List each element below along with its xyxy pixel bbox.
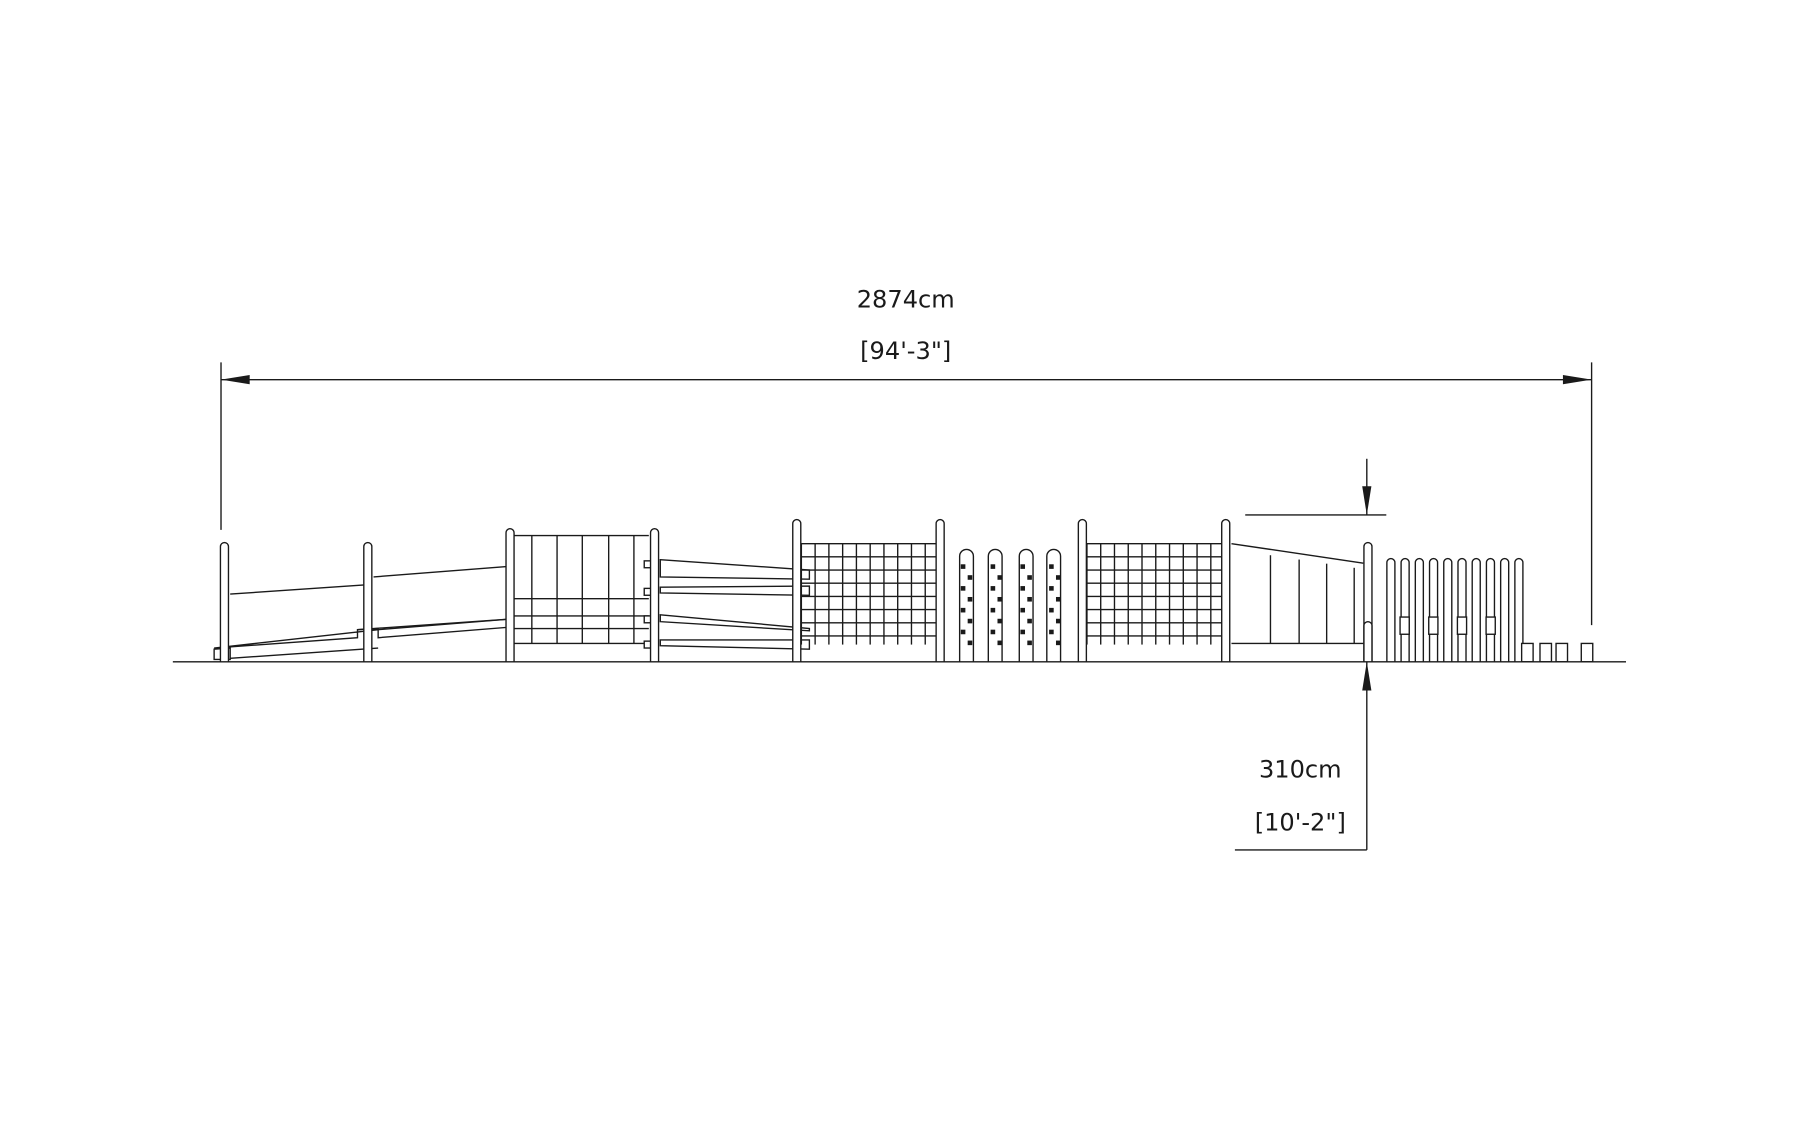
rail <box>1231 542 1364 564</box>
climbing-hold <box>1020 564 1026 569</box>
climbing-hold <box>960 629 966 635</box>
height-metric: 310cm <box>1259 756 1342 784</box>
climbing-plank <box>659 614 811 632</box>
fence-window <box>1456 616 1468 635</box>
fence-window <box>1399 616 1410 635</box>
climbing-hold <box>1020 607 1026 613</box>
climbing-hold <box>1020 629 1026 635</box>
climbing-hold <box>960 607 966 613</box>
ramp-plank <box>230 647 379 660</box>
post <box>219 541 230 662</box>
climbing-hold <box>967 596 973 602</box>
post <box>1414 557 1425 662</box>
stepping-stump <box>1520 642 1534 663</box>
climbing-hold <box>960 564 966 569</box>
climbing-hold <box>1055 618 1061 624</box>
fence-window <box>1485 616 1496 635</box>
arrow-left-icon <box>221 375 250 385</box>
climbing-hold <box>1055 596 1061 602</box>
climbing-plank <box>659 639 811 650</box>
climbing-hold <box>990 586 996 591</box>
post <box>935 518 945 662</box>
post <box>1077 518 1088 662</box>
climbing-hold <box>1027 575 1032 580</box>
climbing-hold <box>990 629 996 635</box>
climbing-hold <box>997 640 1003 646</box>
climbing-hold <box>997 618 1003 624</box>
post <box>505 528 515 662</box>
climbing-hold <box>997 575 1003 580</box>
post <box>792 518 802 662</box>
post <box>1514 557 1524 662</box>
stepping-stump <box>1539 642 1553 663</box>
post <box>363 541 373 662</box>
climbing-hold <box>967 575 973 580</box>
ramp-plank <box>214 618 508 649</box>
arrow-right-icon <box>1562 375 1592 385</box>
climbing-plank <box>659 585 811 596</box>
climbing-hold <box>1055 640 1061 646</box>
climbing-hold <box>1027 596 1032 602</box>
length-metric: 2874cm <box>857 285 955 313</box>
post <box>1443 557 1453 662</box>
climbing-hold <box>990 564 996 569</box>
climbing-hold <box>1055 575 1061 580</box>
climbing-hold <box>997 596 1003 602</box>
climbing-hold <box>960 586 966 591</box>
stepping-stump <box>1555 642 1569 663</box>
post <box>1363 620 1373 662</box>
post <box>1457 557 1467 662</box>
climbing-hold <box>967 618 973 624</box>
climbing-plank <box>659 558 811 580</box>
length-dimension: 2874cm [94'-3"] <box>220 285 1593 626</box>
climbing-hold <box>1049 564 1054 569</box>
post <box>1471 557 1481 662</box>
arrow-down-icon <box>1362 486 1372 515</box>
post <box>1485 557 1496 662</box>
post <box>649 528 660 662</box>
ramp-plank <box>357 618 507 631</box>
climbing-hold <box>1027 618 1032 624</box>
playground-structure <box>213 518 1594 663</box>
stepping-stump <box>1580 642 1594 663</box>
climbing-hold <box>1049 586 1054 591</box>
length-imperial: [94'-3"] <box>860 337 951 365</box>
rail <box>373 565 507 578</box>
height-imperial: [10'-2"] <box>1255 808 1346 836</box>
climbing-hold <box>967 640 973 646</box>
climbing-hold <box>1049 607 1054 613</box>
post <box>1428 557 1439 662</box>
post <box>1400 557 1410 662</box>
height-dimension: 310cm [10'-2"] <box>1234 458 1387 851</box>
climbing-hold <box>1049 629 1054 635</box>
climbing-hold <box>1027 640 1032 646</box>
post <box>1499 557 1510 662</box>
fence-window <box>1428 616 1439 635</box>
rail <box>230 584 365 595</box>
arrow-up-icon <box>1362 661 1372 691</box>
post <box>1221 518 1231 662</box>
climbing-hold <box>990 607 996 613</box>
climbing-hold <box>1020 586 1026 591</box>
post <box>1386 557 1396 662</box>
